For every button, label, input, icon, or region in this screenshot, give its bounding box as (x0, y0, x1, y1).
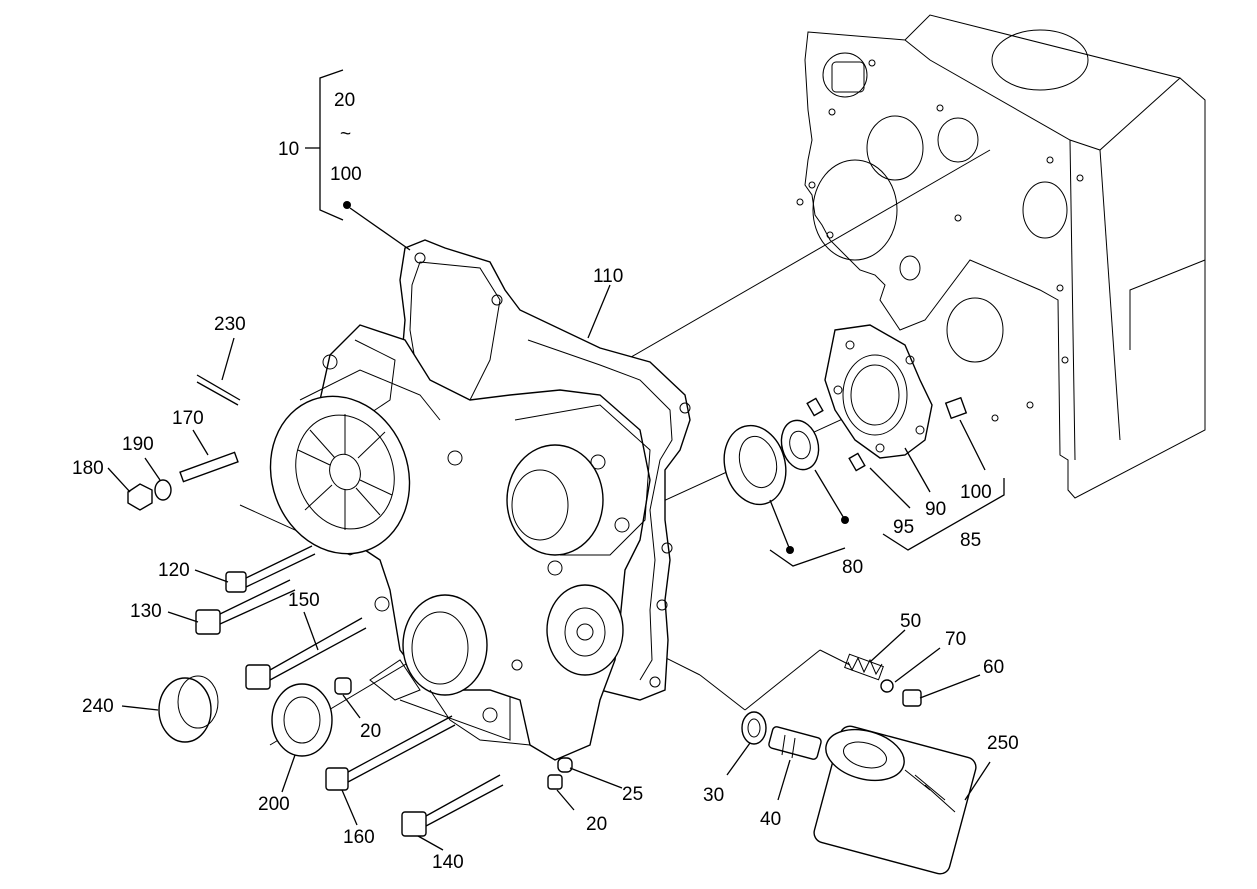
label-40: 40 (760, 809, 781, 830)
label-90: 90 (925, 499, 946, 520)
label-110: 110 (593, 266, 623, 287)
label-230: 230 (214, 314, 246, 335)
label-160: 160 (343, 827, 375, 848)
label-250: 250 (987, 733, 1019, 754)
label-130: 130 (130, 601, 162, 622)
timing-gear-case (319, 324, 651, 761)
label-20-mid: 20 (360, 721, 381, 742)
label-50: 50 (900, 611, 921, 632)
label-60: 60 (983, 657, 1004, 678)
label-20-bottom: 20 (586, 814, 607, 835)
label-30: 30 (703, 785, 724, 806)
label-tilde: ~ (340, 124, 351, 145)
oil-pump-body (806, 324, 968, 472)
label-190: 190 (122, 434, 154, 455)
label-25: 25 (622, 784, 643, 805)
callout-labels: 20 ~ 100 10 110 230 170 190 180 120 130 … (72, 90, 1019, 873)
label-120: 120 (158, 560, 190, 581)
fasteners-right (741, 653, 977, 875)
label-170: 170 (172, 408, 204, 429)
label-100-right: 100 (960, 482, 992, 503)
label-100-top: 100 (330, 164, 362, 185)
label-140: 140 (432, 852, 464, 873)
ribbed-cover (269, 369, 441, 555)
label-180: 180 (72, 458, 104, 479)
callout-leaders (107, 69, 1005, 851)
fasteners-left (127, 374, 573, 837)
label-85: 85 (960, 530, 981, 551)
label-95: 95 (893, 517, 914, 538)
label-20-top: 20 (334, 90, 355, 111)
label-240: 240 (82, 696, 114, 717)
label-80: 80 (842, 557, 863, 578)
label-10: 10 (278, 139, 299, 160)
label-150: 150 (288, 590, 320, 611)
label-70: 70 (945, 629, 966, 650)
label-200: 200 (258, 794, 290, 815)
engine-block (796, 14, 1206, 499)
oil-pump-rotor (723, 419, 820, 506)
